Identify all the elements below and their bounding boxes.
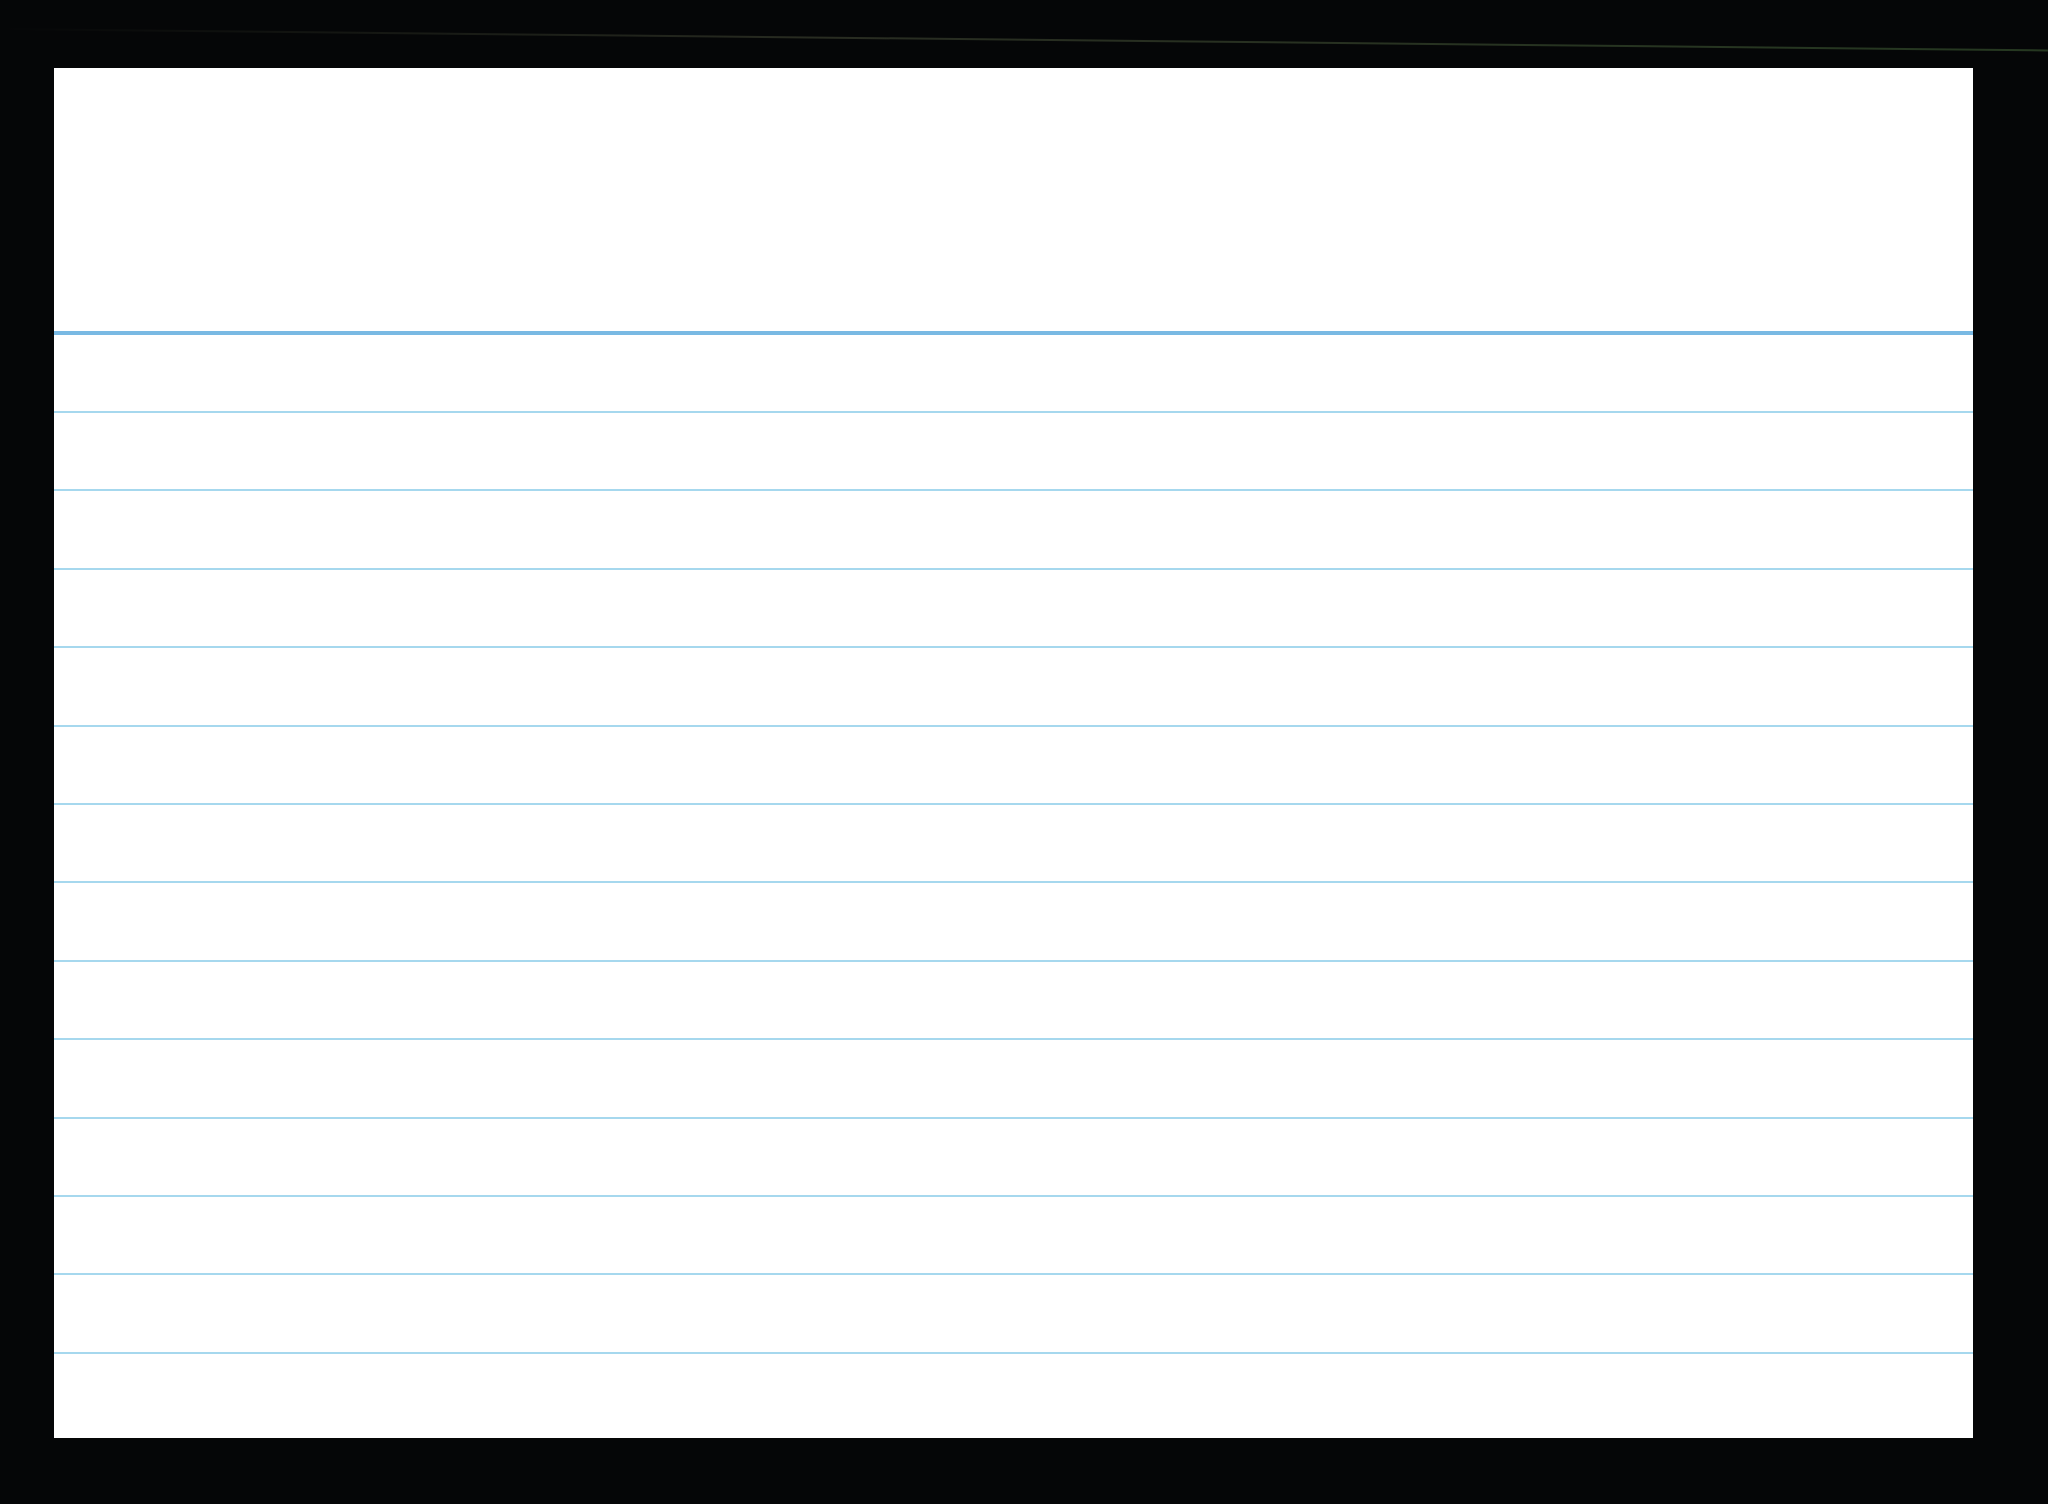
- ruled-line: [54, 1117, 1973, 1119]
- ruled-line: [54, 411, 1973, 413]
- ruled-line: [54, 1195, 1973, 1197]
- ruled-line: [54, 803, 1973, 805]
- ruled-line: [54, 1273, 1973, 1275]
- ruled-line: [54, 960, 1973, 962]
- ruled-line: [54, 725, 1973, 727]
- index-card: [54, 68, 1973, 1438]
- ruled-line: [54, 568, 1973, 570]
- header-rule: [54, 331, 1973, 335]
- ruled-line: [54, 646, 1973, 648]
- ruled-line: [54, 881, 1973, 883]
- ruled-line: [54, 1352, 1973, 1354]
- ruled-line: [54, 1038, 1973, 1040]
- ruled-line: [54, 489, 1973, 491]
